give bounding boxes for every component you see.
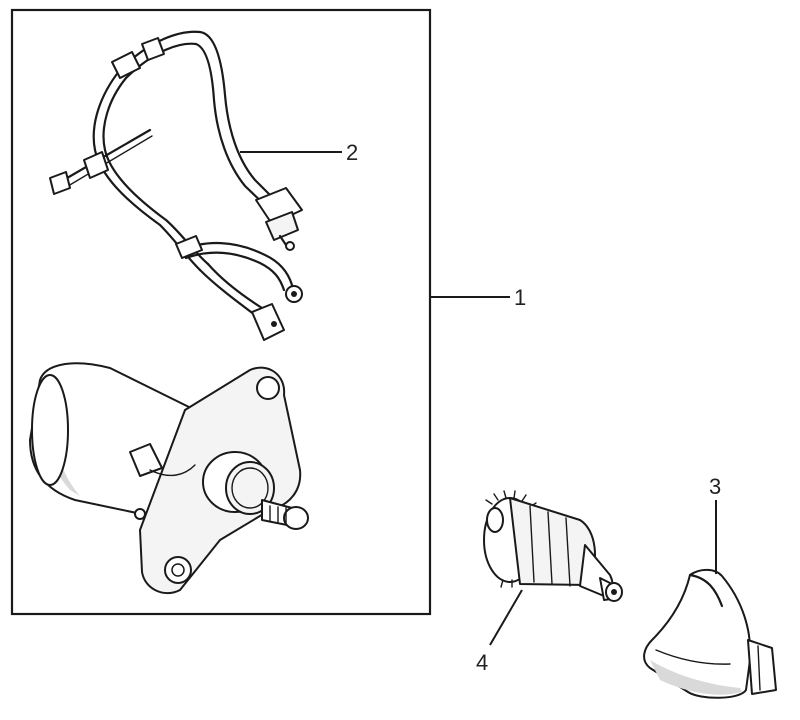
wiring-harness <box>49 30 303 341</box>
starter-motor <box>29 362 309 595</box>
cover-bracket <box>643 568 777 699</box>
callout-1: 1 <box>514 285 526 310</box>
callout-2: 2 <box>346 140 358 165</box>
assembly-frame <box>10 8 432 616</box>
callout-3: 3 <box>709 474 721 499</box>
starter-clutch-gear <box>483 490 623 602</box>
callout-4: 4 <box>476 650 488 675</box>
leader-line-4 <box>489 589 523 646</box>
